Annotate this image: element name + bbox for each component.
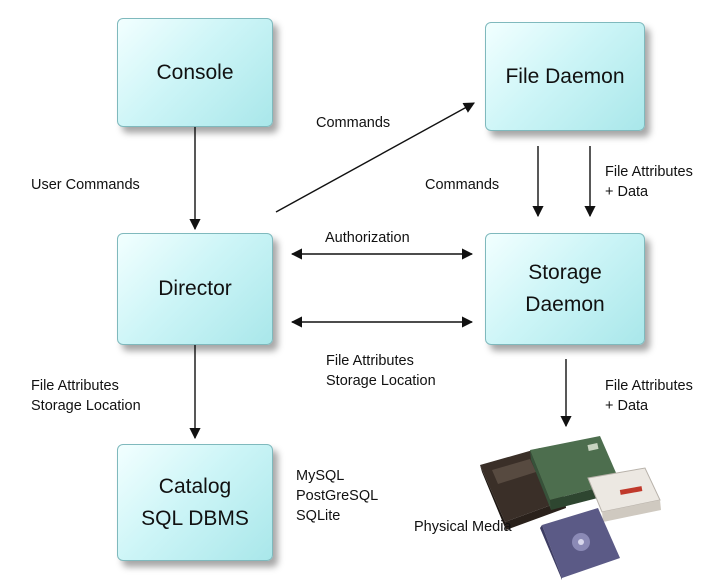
optical-disk-purple-icon: [540, 508, 620, 580]
label-physical-media: Physical Media: [414, 517, 512, 537]
storage-daemon-label-line1: Storage: [528, 261, 602, 284]
label-commands-to-fd: Commands: [316, 113, 390, 133]
arrow-director-file-daemon: [275, 102, 475, 213]
fd-sd-data-line1: File Attributes: [605, 164, 693, 180]
catalog-label-line1: Catalog: [158, 474, 232, 498]
dir-catalog-attrs-line2: Storage Location: [31, 398, 141, 414]
commands-to-fd-text: Commands: [316, 115, 391, 131]
physical-media-illustration: [480, 436, 661, 580]
commands-fd-sd-text: Commands: [425, 177, 500, 193]
database-list: MySQL PostGreSQL SQLite: [296, 466, 378, 526]
physical-media-text: Physical Media: [414, 519, 512, 535]
console-node: Console: [117, 18, 273, 127]
dir-sd-attrs-line2: Storage Location: [326, 373, 436, 389]
label-sd-media-data: File Attributes + Data: [605, 376, 693, 416]
label-authorization: Authorization: [325, 228, 410, 248]
director-label: Director: [158, 277, 232, 300]
tape-cartridge-white-icon: [587, 467, 661, 522]
storage-daemon-node: Storage Daemon: [485, 233, 645, 345]
authorization-text: Authorization: [325, 230, 410, 246]
dir-catalog-attrs-line1: File Attributes: [31, 378, 119, 394]
label-commands-fd-sd: Commands: [425, 175, 499, 195]
file-daemon-label: File Daemon: [505, 64, 625, 88]
label-user-commands: User Commands: [31, 175, 140, 195]
catalog-label-line2: SQL DBMS: [141, 506, 249, 530]
label-dir-catalog-attributes: File Attributes Storage Location: [31, 376, 141, 416]
sd-media-data-line1: File Attributes: [605, 378, 693, 394]
label-fd-sd-data: File Attributes + Data: [605, 162, 693, 202]
database-mysql: MySQL: [296, 468, 345, 484]
database-sqlite: SQLite: [296, 508, 341, 524]
database-postgresql: PostGreSQL: [296, 488, 379, 504]
label-dir-sd-attributes: File Attributes Storage Location: [326, 351, 436, 391]
console-label: Console: [156, 60, 234, 84]
sd-media-data-line2: + Data: [605, 398, 649, 414]
file-daemon-node: File Daemon: [485, 22, 645, 131]
storage-daemon-label-line2: Daemon: [525, 293, 605, 316]
catalog-node: Catalog SQL DBMS: [117, 444, 273, 561]
user-commands-text: User Commands: [31, 177, 140, 193]
dir-sd-attrs-line1: File Attributes: [326, 353, 414, 369]
director-node: Director: [117, 233, 273, 345]
fd-sd-data-line2: + Data: [605, 184, 649, 200]
